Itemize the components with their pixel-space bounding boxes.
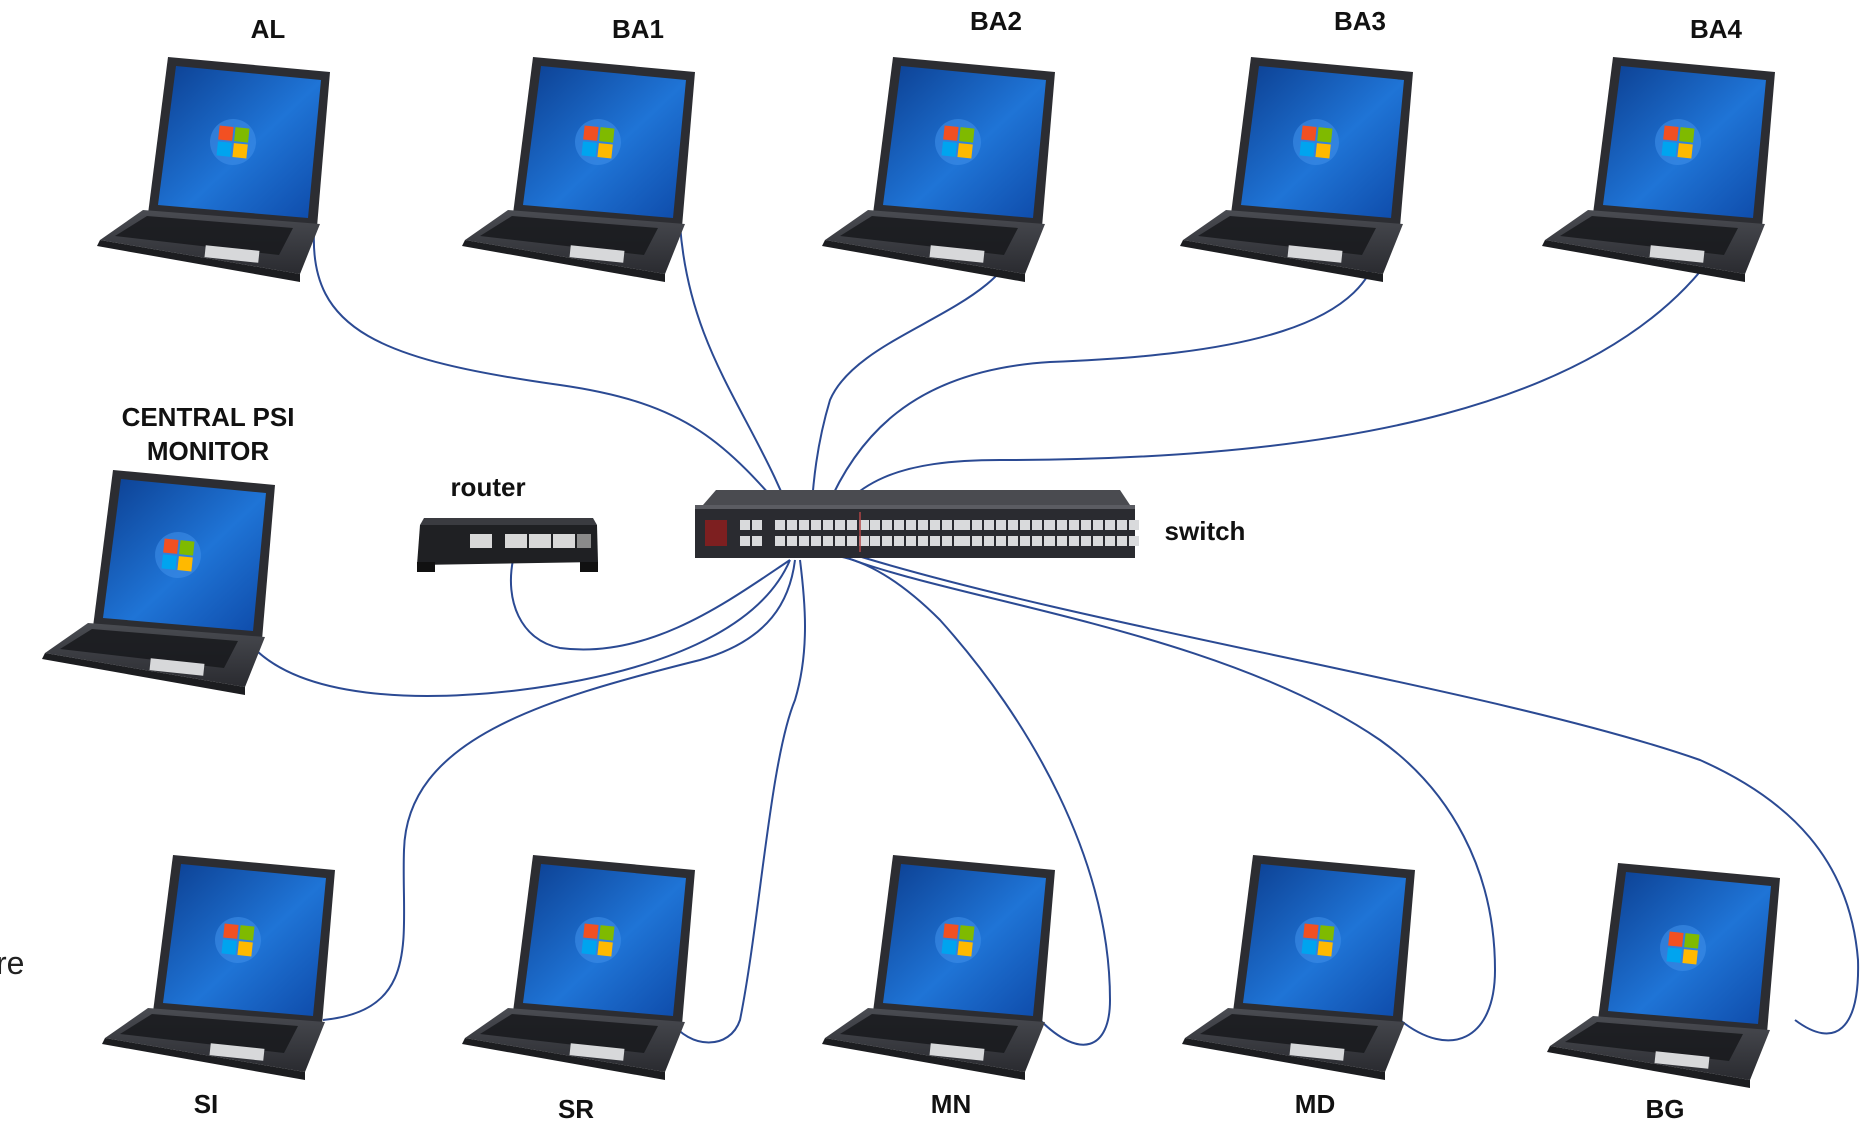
label-sr: SR [558,1094,594,1124]
laptop-ba4 [1542,57,1775,282]
router-device [417,518,598,572]
cable-md [839,554,1497,1042]
cable-ba4 [819,209,1741,541]
label-ba2: BA2 [970,6,1022,36]
laptop-si [102,855,335,1080]
label-mn: MN [931,1089,971,1119]
laptop-mn [822,855,1055,1080]
laptop-central-psi-monitor [42,470,275,695]
laptop-sr [462,855,695,1080]
label-switch: switch [1165,516,1246,546]
label-router: router [450,472,525,502]
label-si: SI [194,1089,219,1119]
cable-ba3 [814,231,1381,541]
laptop-ba3 [1180,57,1413,282]
laptop-md [1182,855,1415,1080]
cable-router [509,559,791,651]
label-central-psi-monitor-line2: MONITOR [147,436,270,466]
cable-sr [669,559,806,1044]
laptop-ba1 [462,57,695,282]
label-ba4: BA4 [1690,14,1743,44]
cable-ba2 [809,231,1021,541]
laptop-bg [1547,863,1780,1088]
label-central-psi-monitor-line1: CENTRAL PSI [122,402,295,432]
label-al: AL [251,14,286,44]
label-ba1: BA1 [612,14,664,44]
cable-mn [824,554,1112,1046]
cable-central [249,559,791,697]
label-ba3: BA3 [1334,6,1386,36]
cable-al [312,231,811,541]
label-md: MD [1295,1089,1335,1119]
edge-text: re [0,945,24,981]
laptop-al [97,57,330,282]
switch-device [695,490,1139,558]
cables [249,209,1860,1046]
laptop-ba2 [822,57,1055,282]
label-bg: BG [1646,1094,1685,1124]
cable-si [322,559,796,1021]
cable-bg [854,554,1860,1035]
